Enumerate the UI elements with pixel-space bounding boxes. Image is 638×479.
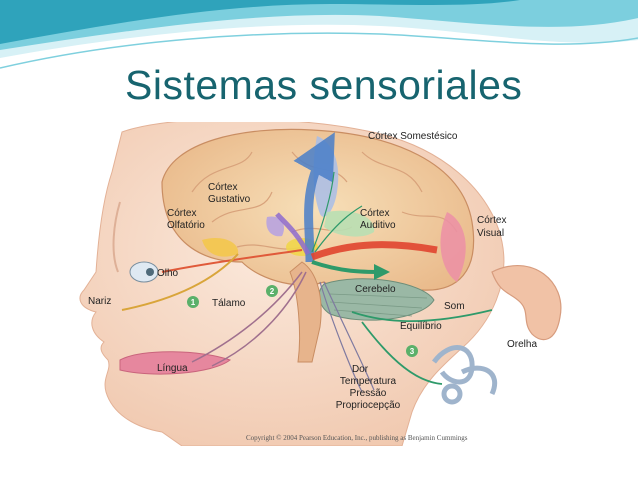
marker-1 — [187, 296, 199, 308]
label-cortex-olfatorio-2: Olfatório — [167, 220, 205, 231]
gustatory-region — [266, 216, 285, 237]
label-cerebelo: Cerebelo — [355, 284, 396, 295]
label-cortex-gustativo-2: Gustativo — [208, 194, 251, 205]
slide-title: Sistemas sensoriales — [125, 62, 523, 108]
marker-3-label: 3 — [410, 347, 415, 356]
figure-copyright: Copyright © 2004 Pearson Education, Inc.… — [246, 434, 468, 442]
label-equilibrio: Equilíbrio — [400, 321, 442, 332]
label-cortex-visual-2: Visual — [477, 228, 504, 239]
auditory-region — [324, 210, 375, 237]
marker-2 — [266, 285, 278, 297]
label-temperatura: Temperatura — [340, 376, 397, 387]
label-cortex-visual-1: Córtex — [477, 215, 506, 226]
marker-2-label: 2 — [270, 287, 275, 296]
banner-wave-line — [0, 32, 638, 69]
label-som: Som — [444, 301, 465, 312]
marker-3 — [406, 345, 418, 357]
brain-illustration — [161, 128, 475, 308]
sensory-systems-figure: 1 2 3 Córtex Somestésico Córtex Gustativ… — [79, 122, 562, 446]
marker-1-label: 1 — [191, 298, 196, 307]
label-pressao: Pressão — [350, 388, 387, 399]
ear-illustration — [491, 265, 562, 341]
label-cortex-auditivo-2: Auditivo — [360, 220, 396, 231]
label-lingua: Língua — [157, 363, 188, 374]
face-edge — [112, 201, 121, 273]
eye-pupil — [146, 268, 154, 276]
label-dor: Dor — [352, 364, 369, 375]
label-nariz: Nariz — [88, 296, 111, 307]
pathway-arrows — [121, 132, 493, 393]
banner-wave-dark — [0, 0, 520, 44]
label-olho: Olho — [157, 268, 179, 279]
label-talamo: Tálamo — [212, 298, 246, 309]
label-cortex-somestesico: Córtex Somestésico — [368, 131, 458, 142]
olfactory-region — [202, 237, 239, 257]
label-cortex-auditivo-1: Córtex — [360, 208, 389, 219]
inner-ear-illustration — [431, 345, 498, 405]
label-propriocepcao: Propriocepção — [336, 400, 401, 411]
label-orelha: Orelha — [507, 339, 537, 350]
cerebellum-folia — [329, 293, 428, 317]
label-cortex-gustativo-1: Córtex — [208, 182, 237, 193]
eye-icon — [129, 261, 159, 283]
header-banner — [0, 0, 638, 69]
label-cortex-olfatorio-1: Córtex — [167, 208, 196, 219]
visual-region — [440, 212, 466, 282]
